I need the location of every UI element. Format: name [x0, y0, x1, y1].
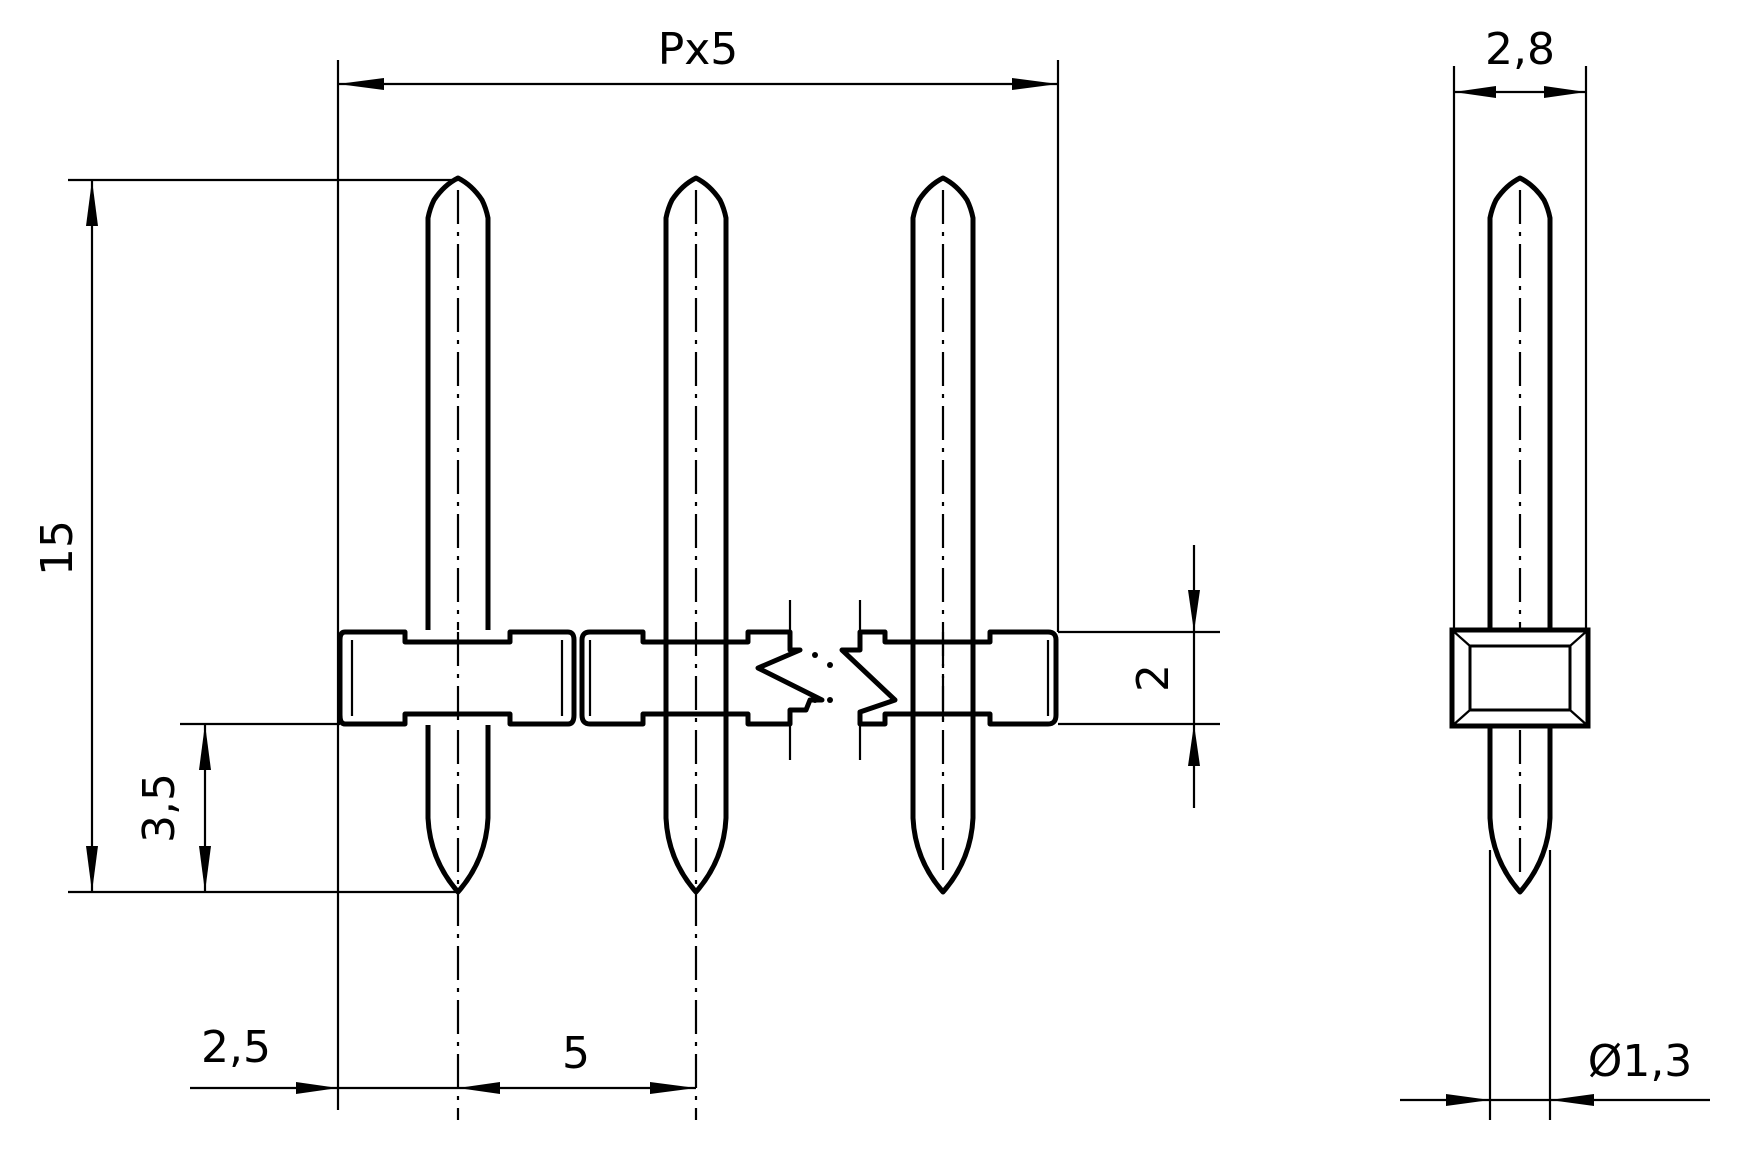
first-pin-offset-label: 2,5 — [201, 1022, 271, 1073]
body-height-label: 2 — [1128, 664, 1179, 692]
dimension-overall-length: Px5 — [336, 24, 1060, 1110]
overall-length-label: Px5 — [658, 24, 739, 75]
body-segment-right — [839, 600, 1059, 760]
body-width-label: 2,8 — [1485, 24, 1555, 75]
lower-pin-length-label: 3,5 — [134, 773, 185, 843]
dimension-pitch-row: 2,5 5 — [190, 1022, 696, 1094]
dimension-height: 15 — [32, 178, 458, 894]
height-label: 15 — [32, 520, 83, 576]
pin-3 — [910, 175, 976, 895]
pitch-label: 5 — [562, 1028, 590, 1079]
pin-2 — [663, 175, 729, 1120]
front-view — [337, 175, 1059, 1120]
dimension-pin-diameter: Ø1,3 — [1400, 850, 1710, 1120]
body-segment-left — [337, 629, 577, 727]
dimension-body-width: 2,8 — [1452, 24, 1588, 630]
body-segment-middle — [579, 600, 833, 760]
dimension-lower-pin-length: 3,5 — [134, 722, 340, 892]
dimension-body-height: 2 — [1058, 545, 1220, 808]
pin-diameter-label: Ø1,3 — [1588, 1036, 1693, 1087]
side-view — [1449, 175, 1591, 895]
